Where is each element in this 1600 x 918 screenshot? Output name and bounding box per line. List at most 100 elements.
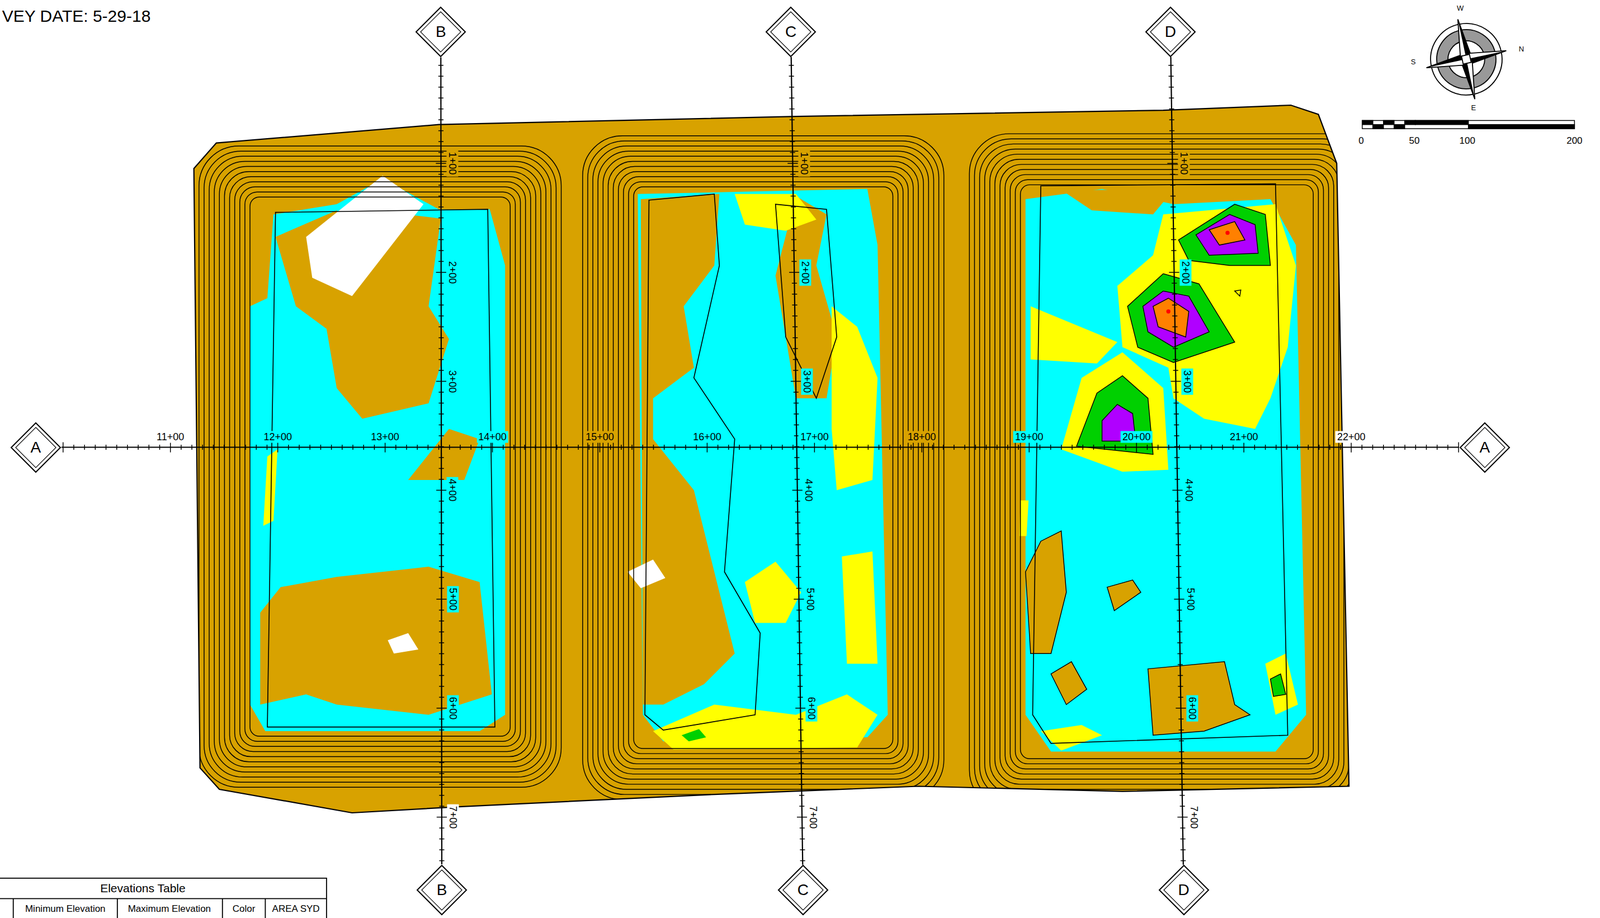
section-marker: D	[1144, 6, 1197, 58]
station-ticks	[63, 65, 1459, 861]
table-header: Minimum Elevation	[25, 903, 106, 914]
station-label: 18+00	[905, 431, 938, 443]
section-marker: A	[1459, 421, 1511, 474]
pond-three-fill-part	[1107, 579, 1141, 611]
contour-lines-part	[633, 186, 893, 749]
north-arrow-part	[1461, 54, 1471, 64]
contour-lines-part	[582, 135, 945, 800]
scale-number: 50	[1408, 135, 1420, 146]
north-arrow-part	[1466, 50, 1508, 65]
station-label: 5+00	[446, 586, 459, 613]
contour-lines-part	[1020, 184, 1314, 759]
scale-bar-part	[1372, 124, 1384, 129]
station-label: 7+00	[1187, 803, 1200, 830]
station-label: 21+00	[1228, 431, 1260, 443]
inner-grade-lines-part	[1032, 183, 1288, 744]
pond-two-fill-part	[653, 694, 878, 750]
section-letter: D	[1158, 864, 1210, 916]
contour-lines-part	[214, 161, 546, 772]
station-label: 4+00	[802, 477, 815, 504]
section-letter: A	[10, 421, 62, 474]
station-label: 1+00	[1177, 150, 1190, 177]
station-label: 4+00	[446, 477, 459, 504]
scale-number: 0	[1358, 135, 1364, 146]
contour-lines-part	[999, 164, 1334, 780]
contour-lines-part	[974, 138, 1360, 805]
pond-three-fill-part	[1166, 309, 1171, 314]
pond-two-fill-part	[841, 551, 878, 664]
scale-bar-part	[1362, 120, 1575, 129]
section-marker: C	[777, 864, 829, 916]
contour-lines-part	[249, 196, 511, 736]
elevations-table-part	[116, 898, 119, 918]
pond-two-fill-part	[637, 189, 888, 742]
scale-bar-part	[1415, 120, 1469, 125]
pond-three-fill-part	[1265, 653, 1299, 715]
contour-lines	[199, 133, 1365, 810]
section-marker: C	[765, 6, 817, 58]
contour-lines-part	[979, 143, 1355, 800]
pond-three-fill-part	[1050, 661, 1087, 705]
pond-three-fill-part	[1143, 290, 1210, 347]
pond-one-fill-part	[260, 566, 492, 715]
pond-two-fill-part	[681, 728, 707, 741]
section-letter: B	[414, 6, 467, 58]
station-label: 7+00	[447, 803, 460, 830]
contour-lines-part	[224, 171, 536, 762]
pond-three-fill-part	[1127, 273, 1235, 363]
section-letter: B	[416, 864, 468, 916]
station-label: 3+00	[446, 367, 459, 395]
station-label: 2+00	[446, 259, 459, 286]
pond-three-fill-part	[1025, 189, 1307, 752]
pond-three-fill-part	[1270, 673, 1286, 697]
pond-three-fill-part	[1030, 306, 1118, 364]
pond-three-fill-part	[1076, 375, 1154, 455]
scale-bar-part	[1394, 124, 1405, 129]
pond-three-fill-part	[1225, 230, 1230, 235]
section-marker: A	[10, 421, 62, 474]
section-letter: C	[777, 864, 829, 916]
pond-two-fill-part	[640, 194, 735, 705]
north-arrow	[1417, 10, 1515, 108]
elevations-table	[0, 878, 327, 918]
section-line	[1171, 57, 1184, 865]
table-header: Maximum Elevation	[128, 903, 211, 914]
contour-lines-part	[984, 149, 1349, 795]
station-label: 1+00	[446, 150, 459, 177]
section-letter: D	[1144, 6, 1197, 58]
table-title: Elevations Table	[100, 881, 186, 895]
contour-lines-part	[239, 186, 521, 747]
contour-lines-part	[587, 140, 939, 795]
station-label: 17+00	[798, 431, 831, 443]
section-letter: C	[765, 6, 817, 58]
contour-lines-part	[1015, 179, 1319, 764]
scale-bar-part	[1383, 120, 1395, 125]
section-line	[61, 446, 1460, 448]
contour-lines-part	[628, 181, 899, 754]
contour-lines-part	[1004, 169, 1329, 774]
station-label: 19+00	[1013, 431, 1046, 443]
inner-grade-lines	[267, 183, 1288, 744]
north-arrow-part	[1461, 59, 1475, 101]
north-arrow-part	[1417, 10, 1515, 108]
pond-three-fill-part	[1195, 214, 1258, 256]
pond-three-fill-part	[1040, 724, 1102, 751]
station-label: 20+00	[1120, 431, 1153, 443]
station-label: 2+00	[799, 259, 812, 286]
contour-lines-part	[204, 150, 556, 782]
section-line	[791, 57, 804, 865]
table-header: Color	[232, 903, 256, 914]
site-outline	[194, 105, 1349, 813]
section-marker: B	[416, 864, 468, 916]
contour-lines-part	[199, 145, 562, 787]
station-label: 5+00	[1184, 586, 1197, 613]
compass-letter: W	[1456, 4, 1464, 13]
elevations-table-part	[264, 898, 266, 918]
station-label: 7+00	[807, 803, 820, 830]
station-label: 6+00	[446, 695, 459, 722]
elevations-table-part	[0, 878, 327, 918]
north-arrow-part	[1457, 18, 1472, 60]
contour-lines-part	[592, 145, 934, 790]
contour-lines-part	[613, 166, 914, 769]
